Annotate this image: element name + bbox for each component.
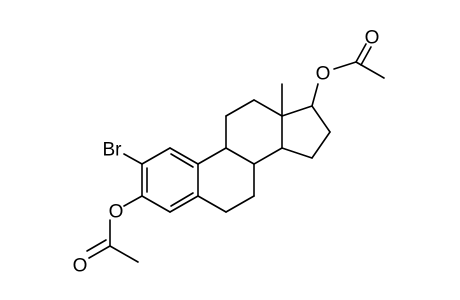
ring-b — [197, 147, 255, 213]
phenolic-oxygen-label: O — [109, 202, 124, 223]
acetate17-carbonyl-oxygen-label: O — [365, 28, 380, 49]
bromine-bond — [123, 153, 143, 165]
ring-c — [225, 99, 283, 165]
ring-a-aromatic — [141, 147, 199, 213]
acetate-group-c17 — [311, 43, 385, 107]
acetate-group-c3 — [86, 195, 143, 263]
ring-d — [281, 105, 331, 159]
bromine-label: Br — [103, 140, 123, 161]
ester17-oxygen-label: O — [316, 64, 331, 85]
acetate3-carbonyl-oxygen-label: O — [73, 256, 88, 277]
